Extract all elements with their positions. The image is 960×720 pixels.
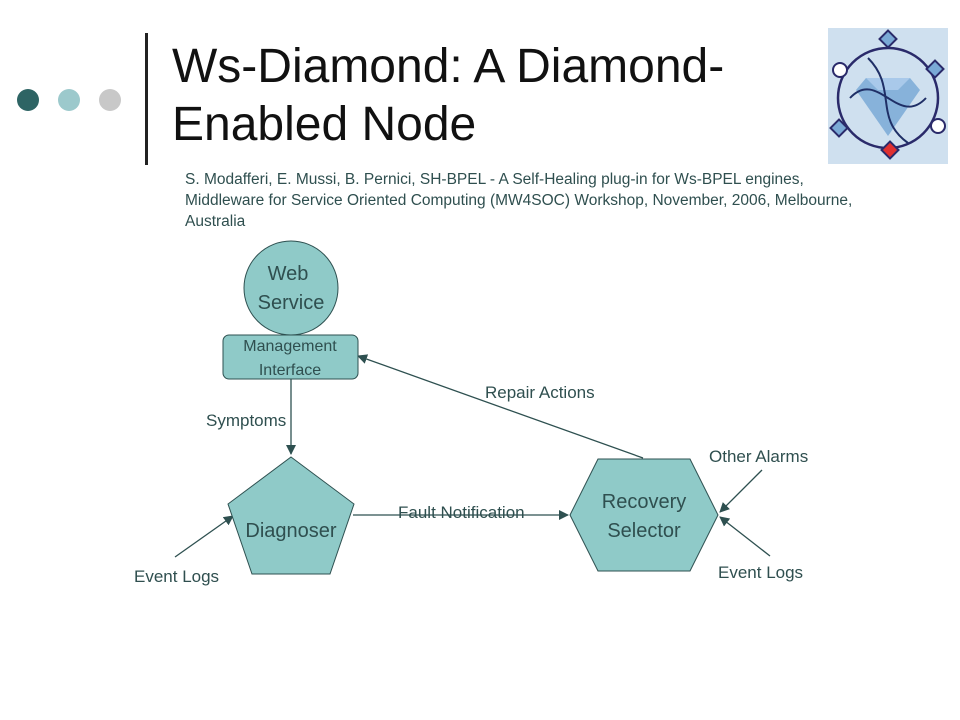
citation-text: S. Modafferi, E. Mussi, B. Pernici, SH-B…	[185, 171, 853, 230]
web-service-label-line2: Service	[258, 292, 325, 314]
fault-notification-label: Fault Notification	[398, 503, 525, 522]
management-interface-node	[222, 334, 359, 380]
other-alarms-label: Other Alarms	[709, 447, 808, 466]
slide-title-line1: Ws-Diamond: A Diamond-	[172, 40, 725, 93]
edge-other-alarms	[719, 469, 763, 513]
diamond-network-logo-icon	[828, 28, 948, 164]
web-service-label-line1: Web	[268, 263, 309, 285]
slide-title-line2: Enabled Node	[172, 98, 477, 151]
repair-actions-label: Repair Actions	[485, 383, 595, 402]
event-logs-left-label: Event Logs	[134, 567, 219, 586]
web-service-node	[243, 240, 339, 336]
management-interface-label-line1: Management	[243, 338, 337, 355]
recovery-selector-node	[569, 458, 719, 572]
diagnoser-node	[227, 456, 355, 575]
symptoms-label: Symptoms	[206, 411, 286, 430]
bullet-dot-grey	[99, 89, 121, 111]
title-divider	[145, 33, 148, 165]
recovery-selector-label-line2: Selector	[607, 520, 681, 542]
diagnoser-label: Diagnoser	[245, 520, 337, 542]
bullet-dot-light	[58, 89, 80, 111]
event-logs-right-label: Event Logs	[718, 563, 803, 582]
edge-event-logs-right	[719, 516, 771, 557]
slide-title: Ws-Diamond: A Diamond- Enabled Node	[172, 38, 822, 154]
recovery-selector-label-line1: Recovery	[602, 491, 686, 513]
edge-repair-actions	[357, 354, 644, 459]
bullet-dot-dark	[17, 89, 39, 111]
edge-event-logs-left	[174, 515, 234, 558]
management-interface-label-line2: Interface	[259, 362, 321, 379]
